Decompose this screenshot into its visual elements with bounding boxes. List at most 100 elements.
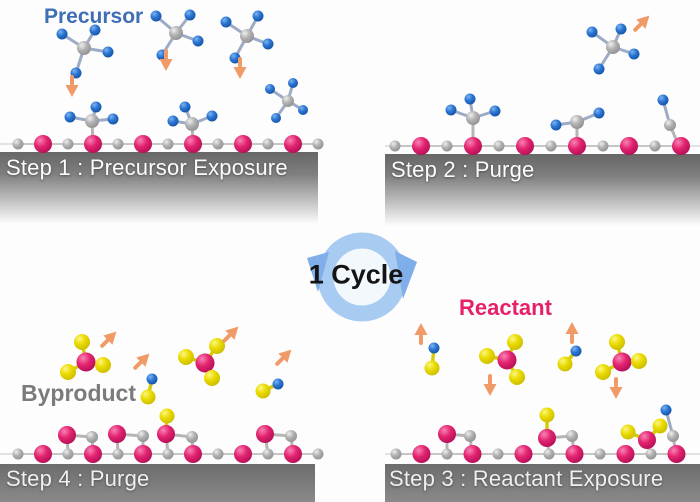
atom-yellow	[140, 389, 156, 405]
atom-gray	[566, 430, 578, 442]
atom-blue	[628, 48, 640, 60]
atom-blue	[184, 9, 196, 21]
atom-magenta	[184, 445, 202, 463]
atom-magenta	[34, 135, 52, 153]
atom-magenta	[184, 135, 202, 153]
atom-gray	[390, 448, 402, 460]
atom-gray	[543, 448, 555, 460]
atom-magenta	[412, 445, 431, 463]
atom-gray	[464, 430, 476, 442]
atom-blue	[445, 104, 457, 116]
substrate-slab-step4	[0, 464, 315, 502]
arrow-stem	[238, 57, 242, 68]
atom-gray	[312, 448, 324, 460]
atom-gray	[112, 448, 124, 460]
cycle-label: 1 Cycle	[308, 259, 404, 290]
atom-yellow	[60, 364, 76, 380]
atom-magenta	[234, 135, 252, 153]
atom-gray	[185, 117, 199, 131]
motion-arrow-up	[414, 323, 428, 345]
atom-blue	[252, 10, 264, 22]
atom-magenta	[565, 445, 584, 463]
atom-yellow	[652, 418, 668, 434]
atom-gray	[62, 138, 74, 150]
atom-blue	[192, 35, 204, 47]
arrow-stem	[633, 22, 643, 32]
step1-caption: Step 1 : Precursor Exposure	[6, 155, 288, 180]
atom-magenta	[463, 445, 482, 463]
arrow-stem	[70, 75, 74, 86]
atom-magenta	[76, 352, 96, 372]
motion-arrow-down	[65, 75, 79, 97]
step4-caption: Step 4 : Purge	[6, 466, 150, 491]
atom-gray	[77, 41, 91, 55]
atom-blue	[146, 373, 158, 385]
atom-yellow	[479, 348, 495, 364]
motion-arrow-down	[159, 49, 173, 71]
atom-gray	[649, 140, 661, 152]
atom-magenta	[638, 431, 656, 449]
step1-precursor-exposure-group	[0, 9, 324, 153]
atom-blue	[107, 113, 119, 125]
atom-magenta	[284, 445, 302, 463]
atom-gray	[597, 140, 609, 152]
atom-gray	[545, 140, 557, 152]
atom-yellow	[424, 360, 440, 376]
atom-yellow	[539, 407, 555, 423]
atom-yellow	[74, 334, 90, 350]
cycle-icon	[307, 232, 417, 322]
atom-magenta	[612, 352, 632, 372]
arrow-head	[636, 15, 650, 29]
atom-blue	[167, 115, 179, 127]
step3-caption: Step 3 : Reactant Exposure	[389, 466, 664, 491]
arrow-stem	[488, 374, 492, 385]
byproduct-label: Byproduct	[21, 380, 136, 406]
atom-gray	[137, 430, 149, 442]
arrow-head	[414, 323, 428, 335]
atom-blue	[657, 94, 669, 106]
atom-blue	[660, 404, 672, 416]
atom-blue	[220, 16, 232, 28]
substrate-slab-step2	[385, 154, 700, 226]
atom-gray	[162, 448, 174, 460]
atom-yellow	[620, 424, 636, 440]
motion-arrow-upright	[133, 353, 150, 370]
atom-blue	[464, 93, 476, 105]
atom-gray	[466, 111, 480, 125]
atom-magenta	[58, 426, 76, 444]
atom-gray	[12, 448, 24, 460]
atom-magenta	[134, 445, 152, 463]
atom-yellow	[507, 334, 523, 350]
atom-gray	[212, 448, 224, 460]
atom-gray	[169, 26, 183, 40]
atom-gray	[312, 138, 324, 150]
atom-magenta	[84, 135, 102, 153]
atom-blue	[206, 110, 218, 122]
atom-yellow	[204, 370, 220, 386]
atom-magenta	[568, 137, 586, 155]
motion-arrow-down	[483, 374, 497, 396]
arrow-head	[233, 67, 247, 79]
motion-arrow-up	[565, 322, 579, 344]
arrow-stem	[614, 377, 618, 388]
atom-gray	[645, 448, 657, 460]
atom-magenta	[234, 445, 252, 463]
arrow-head	[225, 326, 239, 340]
atom-gray	[85, 114, 99, 128]
atom-gray	[441, 140, 453, 152]
atom-gray	[282, 95, 294, 107]
atom-yellow	[631, 353, 647, 369]
atom-gray	[86, 431, 98, 443]
arrow-head	[65, 85, 79, 97]
atom-magenta	[464, 137, 482, 155]
atom-gray	[493, 140, 505, 152]
atom-blue	[229, 52, 241, 64]
atom-magenta	[34, 445, 52, 463]
atom-blue	[56, 28, 68, 40]
atom-gray	[212, 138, 224, 150]
step3-reactant-exposure-group	[385, 322, 700, 463]
step4-purge-group	[0, 326, 324, 463]
atom-blue	[298, 105, 308, 115]
atom-blue	[89, 24, 101, 36]
